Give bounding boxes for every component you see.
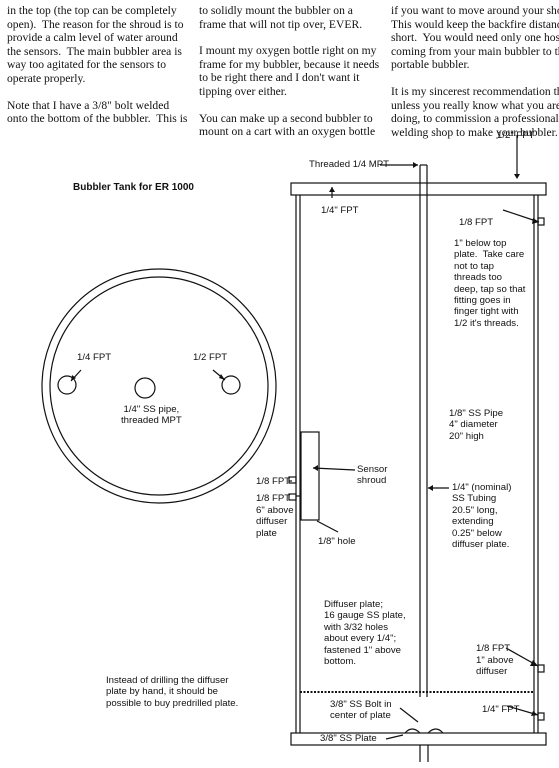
- diagram-title: Bubbler Tank for ER 1000: [73, 182, 194, 193]
- top-plate: [290, 182, 547, 196]
- paragraph: Note that I have a 3/8" bolt welded onto…: [7, 98, 188, 126]
- label-eighth-fpt-top-note: 1" below top plate. Take care not to tap…: [454, 238, 526, 329]
- drill-note: Instead of drilling the diffuser plate b…: [106, 675, 239, 709]
- tank-inner-rim: [49, 276, 269, 496]
- label-quarter-fpt-bottom: 1/4" FPT: [482, 704, 520, 715]
- paragraph: You can make up a second bubbler to moun…: [199, 111, 376, 139]
- label-eighth-fpt-bottom-note: 1" above diffuser: [476, 655, 514, 678]
- label-ss-pipe: 1/8" SS Pipe 4" diameter 20" high: [449, 408, 504, 442]
- label-fpt-b-note: 6" above diffuser plate: [256, 505, 294, 539]
- label-plate: 3/8" SS Plate: [320, 733, 377, 744]
- label-eighth-fpt-bottom: 1/8 FPT: [476, 643, 511, 654]
- paragraph: to solidly mount the bubbler on a frame …: [199, 4, 363, 31]
- label-tubing: 1/4" (nominal) SS Tubing 20.5" long, ext…: [452, 482, 512, 551]
- port-right-hole: [221, 375, 241, 395]
- label-half-fpt: 1/2" FPT: [497, 130, 535, 141]
- label-quarter-fpt-top: 1/4" FPT: [321, 205, 359, 216]
- label-port-right: 1/2 FPT: [193, 352, 228, 363]
- paragraph: It is my sincerest recommendation that u…: [391, 84, 559, 139]
- label-diffuser: Diffuser plate; 16 gauge SS plate, with …: [324, 599, 406, 668]
- text-column-3: if you want to move around your shop. Th…: [391, 4, 559, 139]
- bottom-plate: [290, 732, 547, 746]
- label-bolt: 3/8" SS Bolt in center of plate: [330, 699, 392, 722]
- port-center-hole: [134, 377, 156, 399]
- label-fpt-a: 1/8 FPT: [256, 476, 291, 487]
- label-eighth-fpt-top: 1/8 FPT: [459, 217, 494, 228]
- text-column-2: to solidly mount the bubbler on a frame …: [199, 4, 379, 139]
- label-threaded-top: Threaded 1/4 MPT: [309, 159, 389, 170]
- label-port-left: 1/4 FPT: [77, 352, 112, 363]
- paragraph: in the top (the top can be completely op…: [7, 4, 184, 85]
- text-column-1: in the top (the top can be completely op…: [7, 4, 187, 126]
- sensor-shroud: [300, 431, 320, 521]
- paragraph: if you want to move around your shop. Th…: [391, 4, 559, 72]
- paragraph: I mount my oxygen bottle right on my fra…: [199, 44, 380, 98]
- label-fpt-b: 1/8 FPT: [256, 493, 291, 504]
- label-sensor-shroud: Sensor shroud: [357, 464, 388, 487]
- label-hole: 1/8" hole: [318, 536, 356, 547]
- tank-outer-rim: [41, 268, 277, 504]
- port-left-hole: [57, 375, 77, 395]
- label-center-pipe: 1/4" SS pipe, threaded MPT: [121, 404, 182, 427]
